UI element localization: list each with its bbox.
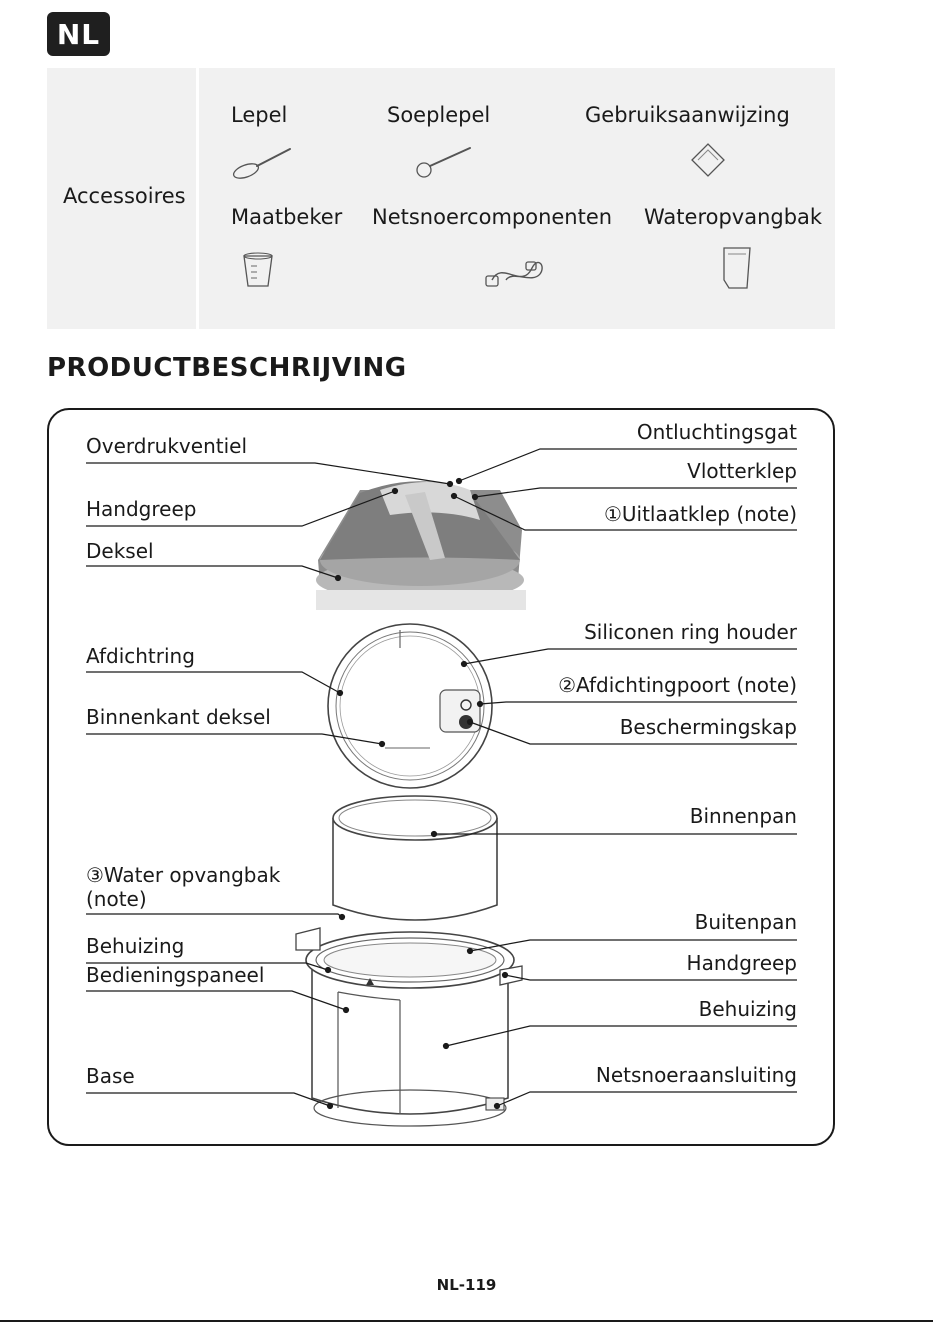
label-handgreep-body: Handgreep [687, 952, 797, 975]
label-handgreep-lid: Handgreep [86, 498, 196, 521]
label-afdichtring: Afdichtring [86, 645, 195, 668]
label-buitenpan: Buitenpan [695, 911, 797, 934]
lid-illustration [316, 481, 526, 610]
label-netsnoeraansluiting: Netsnoeraansluiting [596, 1064, 797, 1087]
label-bedieningspaneel: Bedieningspaneel [86, 964, 264, 987]
label-binnenpan: Binnenpan [690, 805, 797, 828]
label-behuizing-left: Behuizing [86, 935, 184, 958]
label-binnenkant-deksel: Binnenkant deksel [86, 706, 271, 729]
inner-lid-illustration [328, 624, 492, 788]
bottom-rule [0, 1320, 933, 1322]
label-ontluchtingsgat: Ontluchtingsgat [637, 421, 797, 444]
label-overdrukventiel: Overdrukventiel [86, 435, 247, 458]
label-beschermingskap: Beschermingskap [620, 716, 797, 739]
inner-pot-illustration [333, 796, 497, 920]
label-vlotterklep: Vlotterklep [687, 460, 797, 483]
label-base: Base [86, 1065, 135, 1088]
label-deksel: Deksel [86, 540, 154, 563]
cooker-body-illustration [296, 928, 522, 1126]
label-behuizing-right: Behuizing [699, 998, 797, 1021]
page-number: NL-119 [0, 1276, 933, 1294]
label-water-opvangbak-note: (note) [86, 888, 147, 911]
label-afdichtingpoort: ②Afdichtingpoort (note) [558, 674, 797, 697]
label-uitlaatklep: ①Uitlaatklep (note) [604, 503, 797, 526]
label-siliconen-ring-houder: Siliconen ring houder [584, 621, 797, 644]
label-water-opvangbak: ③Water opvangbak [86, 864, 280, 887]
